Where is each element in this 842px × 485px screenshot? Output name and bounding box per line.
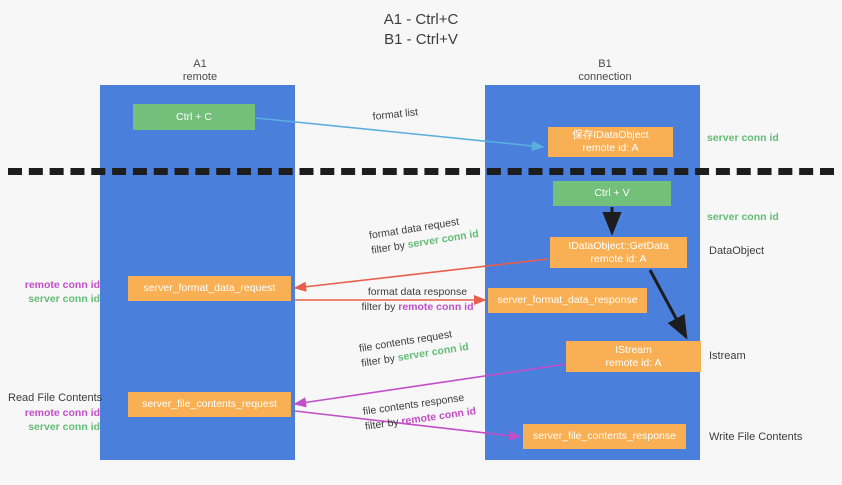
annotation-server-conn-id-mid: server conn id bbox=[707, 211, 779, 223]
title-line-1: A1 - Ctrl+C bbox=[383, 11, 459, 28]
box-ctrl-v[interactable]: Ctrl + V bbox=[553, 181, 671, 206]
annotation-read-file-contents: Read File Contents bbox=[8, 392, 103, 404]
box-getdata-subtitle: remote id: A bbox=[590, 252, 647, 265]
filter-prefix: filter by bbox=[361, 301, 399, 313]
box-server-file-contents-response[interactable]: server_file_contents_response bbox=[523, 424, 686, 449]
annotation-remote-conn-id: remote conn id bbox=[24, 407, 100, 419]
column-a1-name: A1 bbox=[193, 58, 207, 70]
annotation-server-conn-id: server conn id bbox=[28, 421, 100, 433]
box-clipboard-dataobject-title: 保存IDataObject bbox=[572, 129, 649, 141]
label-format-data-response-text: format data response bbox=[367, 286, 468, 298]
title-line-2: B1 - Ctrl+V bbox=[384, 31, 458, 48]
box-clipboard-dataobject[interactable]: 保存IDataObject remote id: A bbox=[548, 127, 673, 157]
box-idataobject-getdata[interactable]: IDataObject::GetData remote id: A bbox=[550, 237, 687, 268]
filter-value-remote-conn-id: remote conn id bbox=[398, 301, 474, 313]
box-clipboard-dataobject-subtitle: remote id: A bbox=[582, 142, 639, 154]
box-istream-subtitle: remote id: A bbox=[605, 356, 662, 369]
box-server-file-contents-response-label: server_file_contents_response bbox=[532, 430, 676, 442]
box-server-format-data-response-label: server_format_data_response bbox=[497, 294, 638, 306]
label-format-data-request: format data request filter by server con… bbox=[368, 212, 480, 259]
box-ctrl-v-label: Ctrl + V bbox=[594, 187, 630, 199]
box-server-format-data-request-label: server_format_data_request bbox=[143, 282, 276, 294]
annotation-server-conn-id-top: server conn id bbox=[707, 132, 779, 144]
column-b1-role: connection bbox=[578, 71, 632, 83]
box-server-file-contents-request-label: server_file_contents_request bbox=[142, 398, 277, 410]
box-istream-title: IStream bbox=[615, 343, 652, 356]
column-b1-name: B1 bbox=[598, 58, 612, 70]
column-header-a1: A1 remote bbox=[140, 58, 260, 84]
annotation-conn-ids-lower: remote conn id server conn id bbox=[8, 406, 100, 434]
filter-prefix: filter by bbox=[364, 415, 403, 433]
label-format-list: format list bbox=[372, 105, 419, 125]
label-format-list-text: format list bbox=[372, 106, 419, 123]
label-file-contents-response: file contents response filter by remote … bbox=[362, 389, 477, 434]
annotation-remote-conn-id: remote conn id bbox=[24, 279, 100, 291]
annotation-dataobject: DataObject bbox=[709, 245, 765, 257]
annotation-server-conn-id: server conn id bbox=[28, 293, 100, 305]
label-format-data-response-filter: filter by remote conn id bbox=[330, 300, 505, 315]
page-title: A1 - Ctrl+C B1 - Ctrl+V bbox=[0, 10, 842, 50]
box-istream[interactable]: IStream remote id: A bbox=[566, 341, 701, 372]
label-format-data-response: format data response filter by remote co… bbox=[330, 285, 505, 315]
label-file-contents-request: file contents request filter by server c… bbox=[358, 325, 470, 372]
box-ctrl-c-label: Ctrl + C bbox=[176, 110, 212, 123]
annotation-istream: Istream bbox=[709, 350, 746, 362]
annotation-conn-ids-upper: remote conn id server conn id bbox=[8, 278, 100, 306]
box-server-format-data-request[interactable]: server_format_data_request bbox=[128, 276, 291, 301]
column-header-b1: B1 connection bbox=[540, 58, 670, 84]
box-getdata-title: IDataObject::GetData bbox=[568, 239, 669, 252]
annotation-write-file-contents: Write File Contents bbox=[709, 431, 803, 443]
phase-divider bbox=[8, 168, 834, 175]
box-ctrl-c[interactable]: Ctrl + C bbox=[133, 104, 255, 130]
column-a1-role: remote bbox=[182, 71, 218, 83]
box-server-file-contents-request[interactable]: server_file_contents_request bbox=[128, 392, 291, 417]
box-server-format-data-response[interactable]: server_format_data_response bbox=[488, 288, 647, 313]
